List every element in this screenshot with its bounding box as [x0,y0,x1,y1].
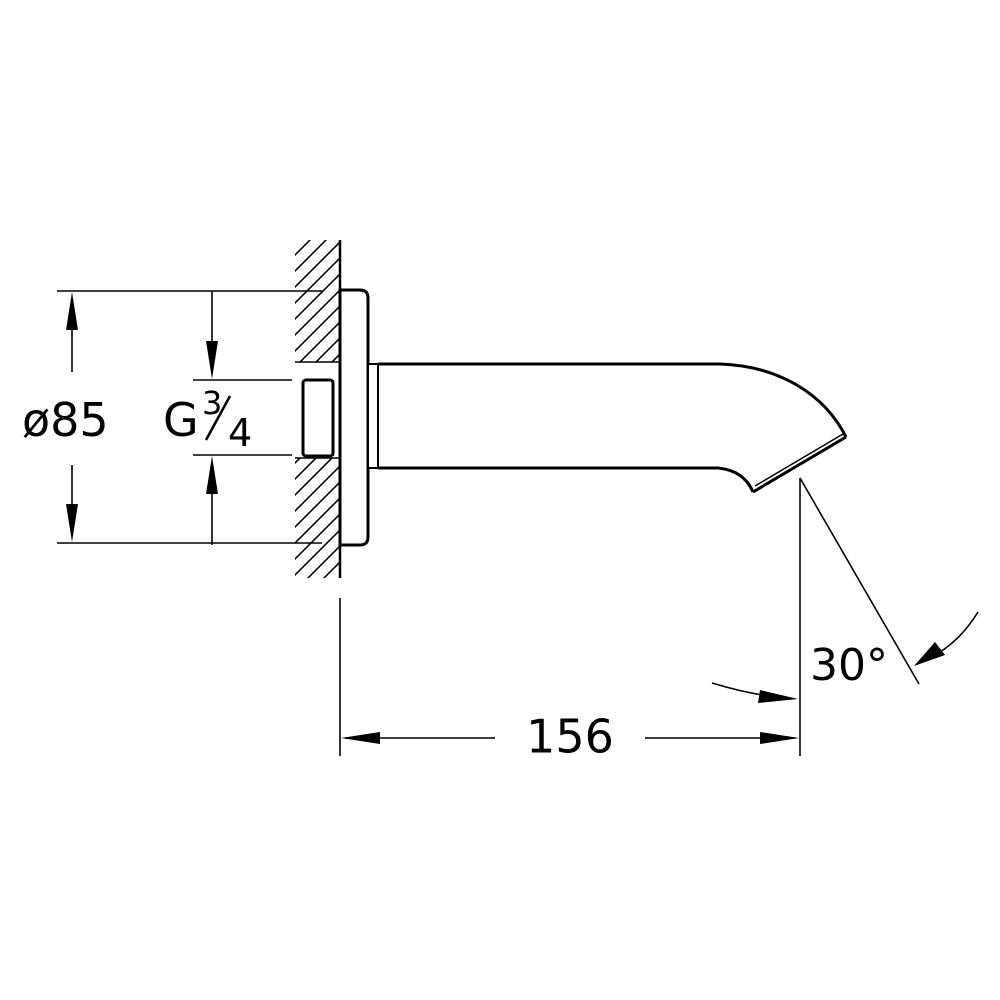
thread-denominator: 4 [228,411,252,455]
spout-collar [367,363,379,469]
spout-body [367,362,848,494]
thread-dimension [193,291,292,545]
angle-label: 30° [810,640,888,691]
thread-letter: G [163,393,199,447]
projection-dimension [339,478,801,756]
thread-numerator: 3 [202,384,222,422]
flange-diameter-dimension [57,290,322,544]
fraction-slash [204,395,232,441]
threaded-connector [301,378,335,458]
angle-dimension [711,477,979,703]
flange-diameter-label: ø85 [22,393,109,447]
wall-flange [338,288,370,547]
projection-label: 156 [526,710,614,764]
